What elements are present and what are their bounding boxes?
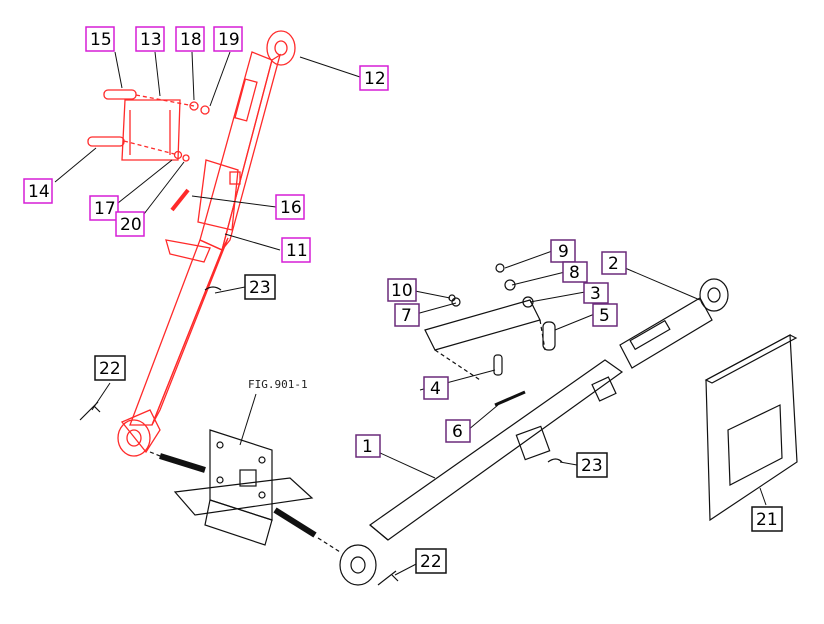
callout-19: 19: [213, 26, 243, 52]
pin-14: [87, 136, 125, 147]
callout-23-lower: 23: [576, 452, 608, 478]
figure-reference: FIG.901-1: [248, 378, 308, 391]
callout-9: 9: [550, 239, 576, 263]
callout-13: 13: [135, 26, 165, 52]
svg-text:7: 7: [401, 306, 412, 326]
svg-text:22: 22: [420, 552, 442, 572]
washer-8: [504, 279, 516, 291]
callouts-purple: 9 8 3 2 5 10 7 4: [355, 239, 627, 458]
svg-text:1: 1: [362, 437, 373, 457]
lift-rod-upper-body: [199, 51, 273, 251]
callout-5: 5: [592, 303, 618, 327]
callout-8: 8: [562, 261, 588, 283]
callout-4: 4: [423, 376, 449, 400]
svg-text:11: 11: [286, 241, 308, 261]
decal-plate: [704, 334, 798, 522]
svg-text:12: 12: [364, 69, 386, 89]
svg-text:10: 10: [391, 281, 413, 301]
svg-text:21: 21: [756, 510, 778, 530]
svg-text:23: 23: [249, 278, 271, 298]
hitch-frame: [149, 429, 341, 553]
svg-text:22: 22: [99, 359, 121, 379]
washer-7: [451, 297, 461, 307]
r-pin-23-upper: [204, 286, 222, 291]
callout-10: 10: [387, 278, 417, 302]
r-pin-23-lower: [547, 458, 563, 463]
lower-link-slot: [629, 319, 671, 351]
lower-link-upper-eye: [699, 278, 729, 312]
svg-text:2: 2: [608, 254, 619, 274]
callout-15: 15: [85, 26, 115, 52]
callout-18: 18: [175, 26, 205, 52]
lynch-pin-22-right: [377, 570, 399, 586]
stabilizer-bracket: [515, 425, 551, 461]
clevis-bracket: [197, 159, 239, 231]
callout-22-right: 22: [415, 548, 447, 574]
callout-17: 17: [89, 195, 119, 221]
lower-link-arm: [369, 359, 624, 541]
washer-17: [173, 150, 183, 160]
callout-21: 21: [751, 506, 783, 532]
svg-text:8: 8: [569, 263, 580, 283]
callout-16: 16: [275, 194, 305, 220]
pin-5: [542, 321, 556, 351]
svg-text:5: 5: [599, 306, 610, 326]
callout-12: 12: [359, 65, 389, 91]
svg-text:14: 14: [28, 182, 50, 202]
callouts-black: 23 22 23 22 21: [94, 274, 783, 574]
lock-bracket: [424, 299, 541, 351]
callout-3: 3: [583, 282, 609, 304]
decal-plate-window: [727, 404, 783, 486]
callout-1: 1: [355, 434, 381, 458]
lift-rod-assembly-red: [87, 30, 296, 457]
callout-7: 7: [394, 303, 420, 327]
lift-rod-upper-eye: [266, 30, 296, 66]
svg-text:19: 19: [218, 30, 240, 50]
clip-20: [182, 154, 190, 162]
lower-link-eye: [339, 544, 377, 586]
lift-rod-lower-body: [129, 239, 223, 426]
callout-23-upper: 23: [244, 274, 276, 300]
svg-text:17: 17: [94, 199, 116, 219]
lower-link-extension: [619, 297, 713, 369]
ring-9: [495, 263, 505, 273]
svg-text:23: 23: [581, 456, 603, 476]
callout-2: 2: [601, 251, 627, 275]
callout-14: 14: [23, 178, 53, 204]
callout-20: 20: [115, 211, 145, 237]
callouts-magenta: 15 13 18 19 12 14 17 20: [23, 26, 389, 263]
washer-18: [189, 101, 199, 111]
lift-rod-lower-eye: [117, 419, 151, 457]
clip-19: [200, 105, 210, 115]
svg-text:18: 18: [180, 30, 202, 50]
pin-4: [493, 354, 503, 376]
pin-15: [103, 89, 137, 100]
svg-text:9: 9: [558, 242, 569, 262]
callout-6: 6: [445, 419, 471, 443]
leader-lines: [54, 51, 767, 576]
svg-text:3: 3: [590, 284, 601, 304]
lynch-pin-22-left: [79, 401, 101, 421]
svg-text:4: 4: [430, 379, 441, 399]
spring-6: [494, 390, 526, 407]
washer-3: [522, 296, 534, 308]
callout-11: 11: [281, 237, 311, 263]
svg-text:16: 16: [280, 198, 302, 218]
svg-text:13: 13: [140, 30, 162, 50]
callout-22-left: 22: [94, 355, 126, 381]
pin-16: [170, 188, 190, 212]
svg-text:6: 6: [452, 422, 463, 442]
svg-text:20: 20: [120, 215, 142, 235]
svg-text:15: 15: [90, 30, 112, 50]
lift-rod-slot-upper: [234, 78, 258, 122]
bracket-plate: [121, 99, 181, 161]
lift-rod-lower-side: [151, 237, 229, 426]
lower-link-assembly: [339, 263, 729, 586]
